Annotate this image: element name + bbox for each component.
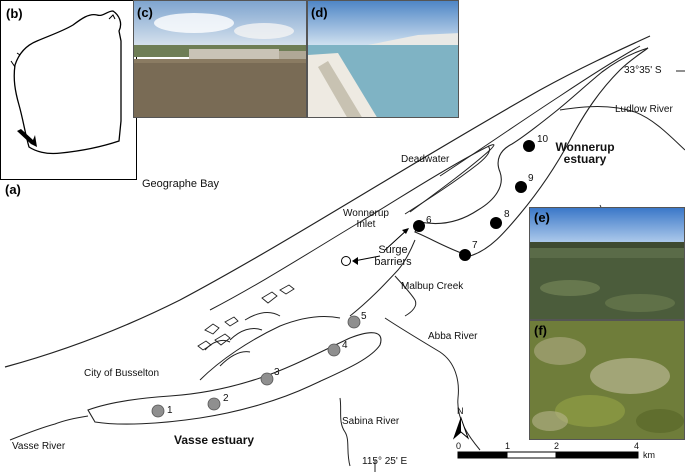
site-label-5: 5 [361,311,367,322]
scale-label-2: 2 [554,441,560,451]
panel-label-c: (c) [137,5,153,20]
site-label-1: 1 [167,405,173,416]
surge-barrier-arrow [384,228,409,251]
label-surge-barriers: Surge barriers [374,244,412,268]
photo-c-scene [134,1,306,117]
vasse-estuary-outline [87,332,382,425]
label-longitude: 115° 25' E [362,456,408,467]
surge-barrier-marker [341,256,351,266]
coastline [4,35,651,368]
site-label-2: 2 [223,393,229,404]
vasse-river [9,415,89,441]
label-wonnerup-inlet: Wonnerup Inlet [343,208,389,230]
barrier-shore [209,144,495,311]
wonnerup-site-8 [490,217,502,229]
photo-f-algae [529,320,685,440]
panel-label-a: (a) [5,182,21,197]
wonnerup-site-7 [459,249,471,261]
site-label-10: 10 [537,134,549,145]
location-arrow-icon [17,129,37,147]
label-vasse-river: Vasse River [12,441,66,452]
surge-barrier-arrowhead [352,257,358,265]
label-vasse-estuary: Vasse estuary [174,433,255,447]
photo-d-scene [308,1,458,117]
scale-label-1: 1 [505,441,511,451]
vasse-site-4 [327,343,341,357]
panel-label-b: (b) [6,6,23,21]
site-label-7: 7 [472,240,478,251]
panel-label-f: (f) [534,323,547,338]
busselton-canals [197,284,295,351]
label-malbup-creek: Malbup Creek [401,281,464,292]
scale-bar-segment [506,451,557,459]
inset-wa [0,0,137,180]
vasse-site-5 [347,315,361,329]
wonnerup-estuary-outline [414,47,649,257]
label-city: City of Busselton [84,368,160,379]
western-australia-outline [10,10,122,155]
panel-label-e: (e) [534,210,550,225]
photo-e-scene [530,208,684,319]
deadwater-channel [404,145,491,215]
label-sabina-river: Sabina River [342,416,400,427]
vasse-site-1 [151,404,165,418]
connecting-channel [349,239,416,317]
vasse-site-2 [207,397,221,411]
panel-label-d: (d) [311,5,328,20]
wonnerup-site-10 [523,140,535,152]
photo-f-scene [530,321,684,439]
vasse-site-3 [260,372,274,386]
scale-label-4: 4 [634,441,640,451]
photo-d-inlet [307,0,459,118]
label-geographe-bay: Geographe Bay [142,178,220,190]
north-label: N [457,406,464,416]
scale-bar-segment [555,451,639,459]
site-label-8: 8 [504,209,510,220]
malbup-creek [394,275,417,317]
wonnerup-site-9 [515,181,527,193]
surge-barrier-arrowhead [402,228,409,234]
label-wonnerup-estuary: Wonnerup estuary [555,140,615,166]
label-deadwater: Deadwater [401,154,450,165]
label-latitude: 33°35' S [624,65,662,76]
scale-bar-segment [457,451,508,459]
site-label-3: 3 [274,367,280,378]
photo-e-macrophytes [529,207,685,320]
ludlow-river [559,106,685,151]
barrier-shore-north [439,45,641,177]
label-ludlow-river: Ludlow River [615,104,673,115]
scale-label-0: 0 [456,441,462,451]
site-label-9: 9 [528,173,534,184]
label-abba-river: Abba River [428,331,478,342]
site-label-4: 4 [342,340,348,351]
site-label-6: 6 [426,215,432,226]
photo-c-weir [133,0,307,118]
scale-unit: km [643,450,655,460]
sabina-river [339,397,351,467]
surge-barrier-arrow [353,255,381,262]
vasse-channels [199,312,341,381]
wonnerup-site-6 [413,220,425,232]
